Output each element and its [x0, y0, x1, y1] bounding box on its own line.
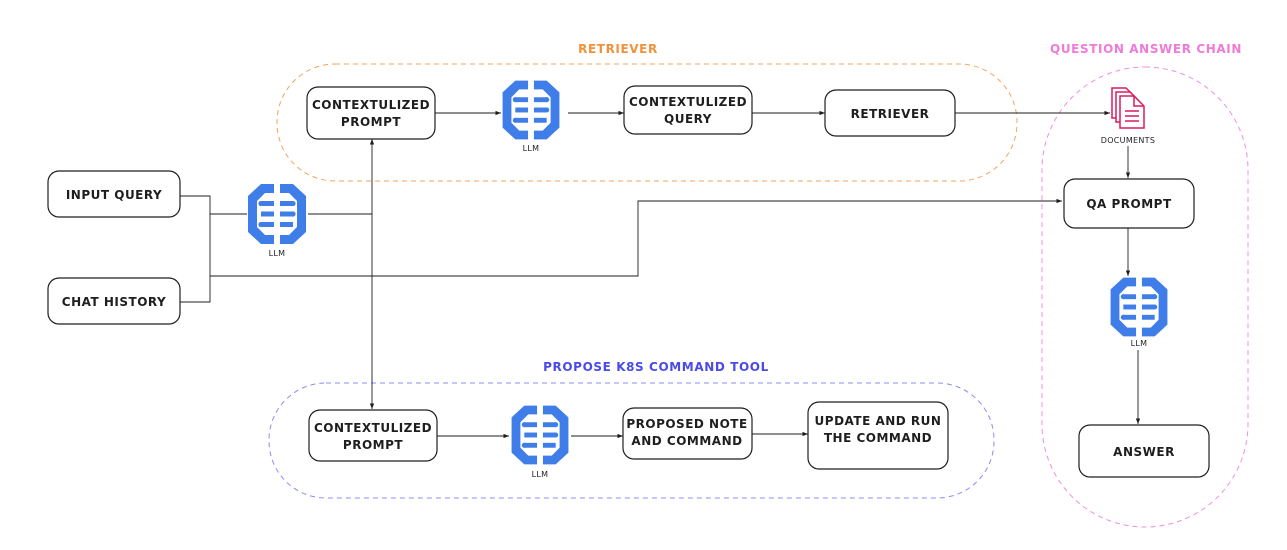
qa-group-boundary	[1041, 66, 1249, 528]
llm-label: LLM	[532, 470, 549, 479]
node-label-line-2: AND COMMAND	[631, 434, 742, 448]
node-label-line-2: PROMPT	[343, 438, 403, 452]
edge-llm-to-ctx-prompt-top	[308, 139, 375, 215]
node-retriever[interactable]: RETRIEVER	[824, 89, 956, 137]
brain-circuit-icon	[511, 405, 569, 465]
node-chat-history[interactable]: CHAT HISTORY	[47, 277, 181, 325]
propose-group-title: PROPOSE K8S COMMAND TOOL	[543, 360, 769, 374]
node-input-query[interactable]: INPUT QUERY	[47, 170, 181, 218]
node-label-line-1: CONTEXTULIZED	[312, 98, 430, 112]
node-label-line-2: QUERY	[664, 112, 712, 126]
node-ctx-prompt-bottom[interactable]: CONTEXTULIZED PROMPT	[308, 409, 438, 462]
node-label-line-1: PROPOSED NOTE	[626, 417, 747, 431]
llm-node-propose[interactable]: LLM	[511, 405, 569, 479]
llm-node-retriever[interactable]: LLM	[502, 80, 560, 153]
node-label: CHAT HISTORY	[62, 295, 166, 309]
documents-icon	[1111, 87, 1145, 129]
llm-label: LLM	[523, 144, 540, 153]
edge-chat-history-merge	[180, 214, 211, 303]
node-label: RETRIEVER	[851, 107, 930, 121]
llm-node-qa[interactable]: LLM	[1110, 277, 1168, 348]
node-label-line-2: PROMPT	[341, 115, 401, 129]
brain-circuit-icon	[248, 184, 306, 244]
retriever-group-title: RETRIEVER	[578, 42, 658, 56]
node-label-line-1: CONTEXTULIZED	[629, 95, 747, 109]
documents-node[interactable]: DOCUMENTS	[1101, 87, 1156, 145]
node-label: INPUT QUERY	[66, 188, 162, 202]
node-label-line-2: THE COMMAND	[824, 431, 932, 445]
brain-circuit-icon	[502, 80, 560, 140]
node-ctx-query[interactable]: CONTEXTULIZED QUERY	[623, 85, 753, 135]
retriever-group-boundary	[276, 63, 1018, 182]
edge-chat-history-to-qa-prompt	[210, 198, 1062, 277]
llm-label: LLM	[269, 249, 286, 258]
edge-input-query-to-llm	[180, 195, 247, 215]
llm-label: LLM	[1131, 339, 1148, 348]
qa-group-title: QUESTION ANSWER CHAIN	[1050, 42, 1242, 56]
node-label: ANSWER	[1113, 445, 1175, 459]
node-answer[interactable]: ANSWER	[1078, 424, 1210, 478]
node-update-run[interactable]: UPDATE AND RUN THE COMMAND	[807, 401, 949, 470]
node-proposed-note[interactable]: PROPOSED NOTE AND COMMAND	[622, 407, 753, 460]
node-ctx-prompt-top[interactable]: CONTEXTULIZED PROMPT	[306, 86, 436, 140]
node-label-line-1: UPDATE AND RUN	[815, 414, 942, 428]
node-label: QA PROMPT	[1086, 197, 1172, 211]
brain-circuit-icon	[1110, 277, 1168, 337]
node-qa-prompt[interactable]: QA PROMPT	[1063, 178, 1195, 229]
llm-node-input[interactable]: LLM	[248, 184, 306, 258]
documents-label: DOCUMENTS	[1101, 136, 1156, 145]
node-label-line-1: CONTEXTULIZED	[314, 421, 432, 435]
